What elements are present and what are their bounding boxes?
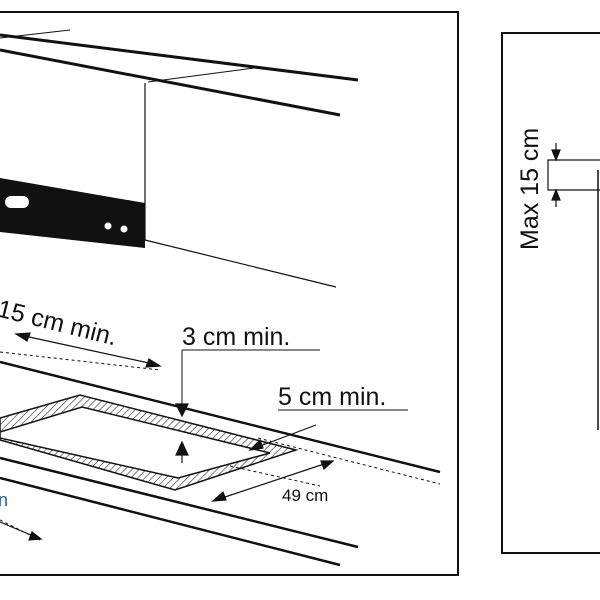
dimension-lines <box>0 332 408 541</box>
range-hood <box>0 29 359 288</box>
hob-cutout <box>0 394 299 491</box>
side-clearance-label: 15 cm min. <box>0 295 120 352</box>
front-gap-label: 3 cm min. <box>182 323 290 351</box>
countertop <box>0 351 441 567</box>
hood-control-slot <box>5 196 29 208</box>
right-panel: Max 15 cm <box>501 32 600 554</box>
hood-button-icon <box>104 222 112 230</box>
left-panel: 15 cm min. 3 cm min. 5 cm min. 49 cm n <box>0 11 459 576</box>
left-partial-label: n <box>0 490 8 510</box>
rear-gap-label: 5 cm min. <box>278 383 386 411</box>
left-panel-frame <box>0 11 459 576</box>
right-panel-frame <box>501 32 600 554</box>
max-depth-arrows <box>551 143 561 207</box>
max-depth-label: Max 15 cm <box>516 128 544 250</box>
cutout-depth-label: 49 cm <box>282 486 328 505</box>
hood-front-panel <box>0 178 145 248</box>
hood-button-icon <box>120 225 128 233</box>
